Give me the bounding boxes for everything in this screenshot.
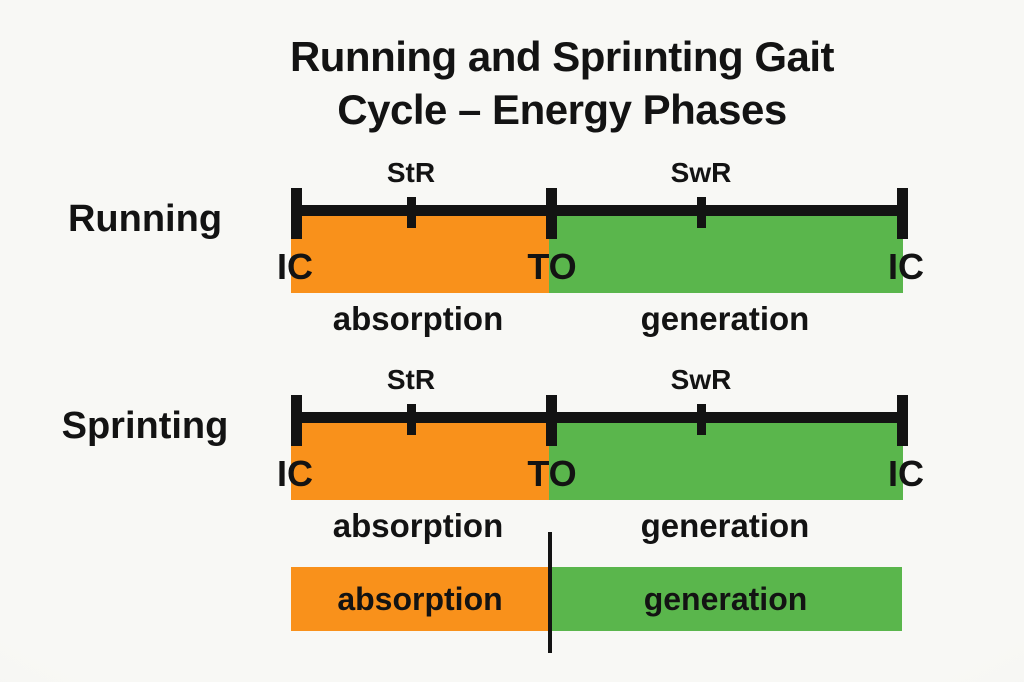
sprinting-absorption-label: absorption [332,507,504,544]
sprinting-ic-start-marker: IC [277,453,313,494]
running-swing-reversal-tick [697,197,706,228]
running-stance-reversal-tick [407,197,416,228]
sprinting-row-label: Sprinting [61,405,229,447]
running-timeline-row: Running StR SwR IC TO IC absorption gene… [0,155,1024,347]
sprinting-absorption-bar [291,423,549,500]
sprinting-swing-reversal-tick [697,404,706,435]
title-line-1: Running and Spriınting Gait [289,33,835,80]
running-generation-label: generation [640,300,810,337]
running-absorption-bar [291,216,549,293]
running-initial-contact-tick [291,188,302,239]
sprinting-toe-off-tick [546,395,557,446]
running-swing-phase-label: SwR [670,157,732,188]
sprinting-generation-bar [549,423,903,500]
sprinting-ic-end-marker: IC [888,453,924,494]
running-to-marker: TO [527,246,577,287]
sprinting-stance-reversal-tick [407,404,416,435]
running-toe-off-tick [546,188,557,239]
summary-absorption-bar: absorption [291,567,549,631]
running-generation-bar [549,216,903,293]
summary-divider-line [548,532,552,653]
sprinting-swing-phase-label: SwR [670,364,732,395]
running-absorption-label: absorption [332,300,504,337]
sprinting-generation-label: generation [640,507,810,544]
diagram-title: Running and Spriınting Gait Cycle – Ener… [100,30,1024,136]
sprinting-final-contact-tick [897,395,908,446]
running-stance-phase-label: StR [386,157,436,188]
sprinting-to-marker: TO [527,453,577,494]
running-row-label: Running [67,198,223,240]
sprinting-initial-contact-tick [291,395,302,446]
running-ic-end-marker: IC [888,246,924,287]
sprinting-timeline-axis [291,412,908,423]
sprinting-stance-phase-label: StR [386,364,436,395]
sprinting-timeline-row: Sprinting StR SwR IC TO IC absorption ge… [0,362,1024,554]
running-ic-start-marker: IC [277,246,313,287]
running-final-contact-tick [897,188,908,239]
summary-generation-label: generation [643,581,808,617]
title-line-2: Cycle – Energy Phases [337,86,787,133]
running-timeline-axis [291,205,908,216]
summary-absorption-label: absorption [337,581,503,617]
summary-generation-bar: generation [549,567,902,631]
